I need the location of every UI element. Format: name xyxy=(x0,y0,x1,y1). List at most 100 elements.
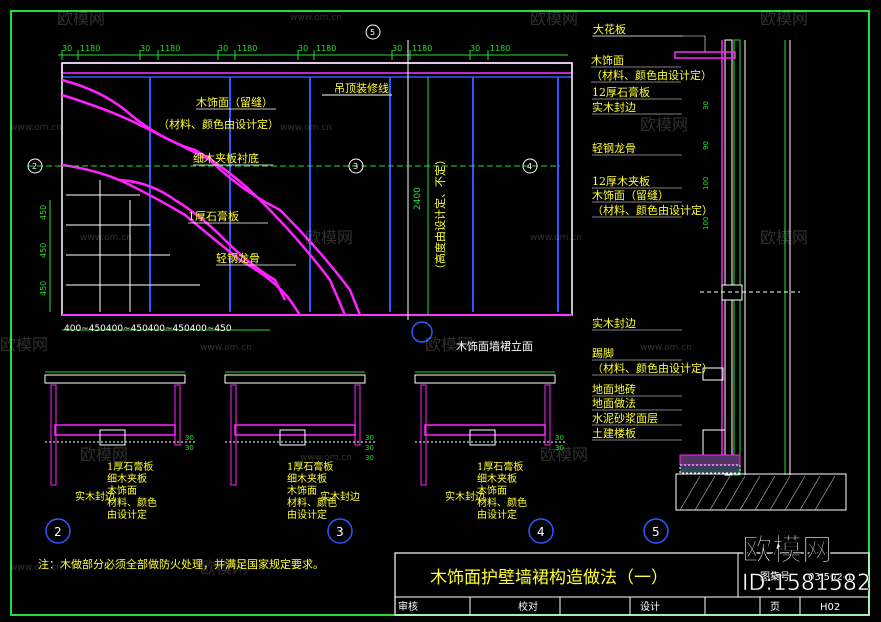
svg-text:5: 5 xyxy=(370,28,375,37)
svg-text:www.om.cn: www.om.cn xyxy=(280,123,332,133)
left-dim-label: 450 xyxy=(39,281,48,296)
left-dim-label: 450 xyxy=(39,205,48,220)
detail-marker xyxy=(528,518,554,544)
bottom-dims: 400~450400~450400~450400~450 xyxy=(64,324,232,334)
drawing-title: 木饰面护壁墙裙构造做法（一） xyxy=(430,568,668,588)
section5-callout: （材料、颜色由设计定） xyxy=(592,361,713,375)
detail-marker xyxy=(45,518,71,544)
top-dim-label: 30 xyxy=(218,44,228,53)
elevation-title: 木饰面墙裙立面 xyxy=(456,339,533,353)
detail-dim: 30 xyxy=(555,434,564,442)
svg-text:ID:1581582: ID:1581582 xyxy=(742,571,871,596)
detail-callout: 由设计定 xyxy=(287,508,327,521)
section5-callout: 实木封边 xyxy=(592,316,636,330)
detail-top-label: 实木封边 xyxy=(320,490,360,503)
elevation-callout: 轻钢龙骨 xyxy=(216,251,260,265)
svg-text:欧模网: 欧模网 xyxy=(760,9,808,28)
detail-callout: 由设计定 xyxy=(107,508,147,521)
section5-callout: 实木封边 xyxy=(592,100,636,114)
ceiling-label: 吊顶装修线 xyxy=(334,81,389,95)
top-dim-label: 30 xyxy=(298,44,308,53)
svg-text:欧模网: 欧模网 xyxy=(530,9,578,28)
detail-callout: 细木夹板 xyxy=(107,472,147,485)
brand-logo: 欧模网 ID:1581582 xyxy=(742,533,871,597)
detail-5-num: 5 xyxy=(652,525,660,539)
svg-text:欧模网: 欧模网 xyxy=(742,533,832,568)
top-dim-label: 1180 xyxy=(316,44,336,53)
elevation-callout: 木饰面（留缝） xyxy=(196,95,273,109)
detail-number: 4 xyxy=(537,525,545,539)
top-dim-label: 1180 xyxy=(80,44,100,53)
detail-dim: 30 xyxy=(185,434,194,442)
check-label: 校对 xyxy=(518,600,538,613)
elevation-view: 30 1180 30 1180 30 1180 30 1180 30 1180 30 1180 xyxy=(27,24,573,353)
svg-text:欧模网: 欧模网 xyxy=(425,335,473,354)
section5-callout: （材料、颜色由设计定） xyxy=(592,203,713,217)
detail-5-marker xyxy=(643,518,669,544)
svg-text:www.om.cn: www.om.cn xyxy=(290,13,342,23)
top-dim-label: 30 xyxy=(140,44,150,53)
detail-number: 2 xyxy=(54,525,62,539)
note-text: 注：木做部分必须全部做防火处理，并满足国家规定要求。 xyxy=(38,557,324,571)
svg-text:欧模网: 欧模网 xyxy=(200,558,248,577)
section5-dim: 100 xyxy=(702,177,710,190)
svg-text:www.om.cn: www.om.cn xyxy=(10,563,62,573)
top-dim-label: 30 xyxy=(392,44,402,53)
atlas-number: 03J502-1 xyxy=(808,572,853,583)
detail-callout: 1厚石膏板 xyxy=(107,460,153,473)
title-block: 木饰面护壁墙裙构造做法（一） 图集号 03J502-1 审核 校对 设计 页 H… xyxy=(394,552,870,616)
top-dim-label: 1180 xyxy=(237,44,257,53)
detail-callout: 木饰面 xyxy=(107,484,137,497)
svg-text:www.om.cn: www.om.cn xyxy=(530,233,582,243)
svg-text:www.om.cn: www.om.cn xyxy=(10,123,62,133)
svg-text:3: 3 xyxy=(353,162,358,171)
design-label: 设计 xyxy=(640,600,660,613)
svg-text:欧模网: 欧模网 xyxy=(80,445,128,464)
svg-text:www.om.cn: www.om.cn xyxy=(300,453,352,463)
layer-curve-2 xyxy=(61,163,302,316)
vertical-label: （高度由设计定、不定） xyxy=(433,154,447,275)
section5-callout: 12厚石膏板 xyxy=(592,85,650,99)
detail-callout: 细木夹板 xyxy=(287,472,327,485)
section5-dim: 30 xyxy=(702,101,710,110)
atlas-label: 图集号 xyxy=(760,570,790,583)
section5-callout: 地面做法 xyxy=(592,396,636,410)
top-dim-label: 30 xyxy=(62,44,72,53)
section5-callout: 木饰面 xyxy=(591,53,624,67)
svg-text:4: 4 xyxy=(527,162,532,171)
detail-callout: 细木夹板 xyxy=(477,472,517,485)
svg-text:www.om.cn: www.om.cn xyxy=(640,343,692,353)
section5-callout: 踢脚 xyxy=(592,346,614,360)
svg-text:www.om.cn: www.om.cn xyxy=(200,343,252,353)
section5-callout: 地面地砖 xyxy=(592,382,636,396)
detail-dim: 30 xyxy=(365,434,374,442)
page-label: 页 xyxy=(770,601,780,613)
detail-number: 3 xyxy=(336,525,344,539)
detail-callout: 材料、颜色 xyxy=(287,496,337,509)
section5-callout: 水泥砂浆面层 xyxy=(592,411,658,425)
top-dim-label: 1180 xyxy=(160,44,180,53)
detail-callout: 材料、颜色 xyxy=(477,496,527,509)
detail-callout: 1厚石膏板 xyxy=(477,460,523,473)
top-dim-label: 30 xyxy=(470,44,480,53)
svg-text:欧模网: 欧模网 xyxy=(540,445,588,464)
height-dim: 2400 xyxy=(413,187,423,210)
svg-text:欧模网: 欧模网 xyxy=(760,228,808,247)
svg-text:www.om.cn: www.om.cn xyxy=(80,233,132,243)
svg-text:欧模网: 欧模网 xyxy=(57,9,105,28)
svg-text:欧模网: 欧模网 xyxy=(305,228,353,247)
section5-callout: 土建楼板 xyxy=(592,426,636,440)
top-dim-label: 1180 xyxy=(412,44,432,53)
section5-dim: 90 xyxy=(702,141,710,150)
elevation-callout: 1厚石膏板 xyxy=(188,209,239,223)
detail-callout: 1厚石膏板 xyxy=(287,460,333,473)
top-dim-label: 1180 xyxy=(490,44,510,53)
svg-text:2: 2 xyxy=(32,162,37,171)
left-dim-label: 450 xyxy=(39,243,48,258)
svg-text:欧模网: 欧模网 xyxy=(0,335,48,354)
detail-callout: 材料、颜色 xyxy=(107,496,157,509)
detail-callout: 木饰面 xyxy=(477,484,507,497)
svg-text:欧模网: 欧模网 xyxy=(640,115,688,134)
